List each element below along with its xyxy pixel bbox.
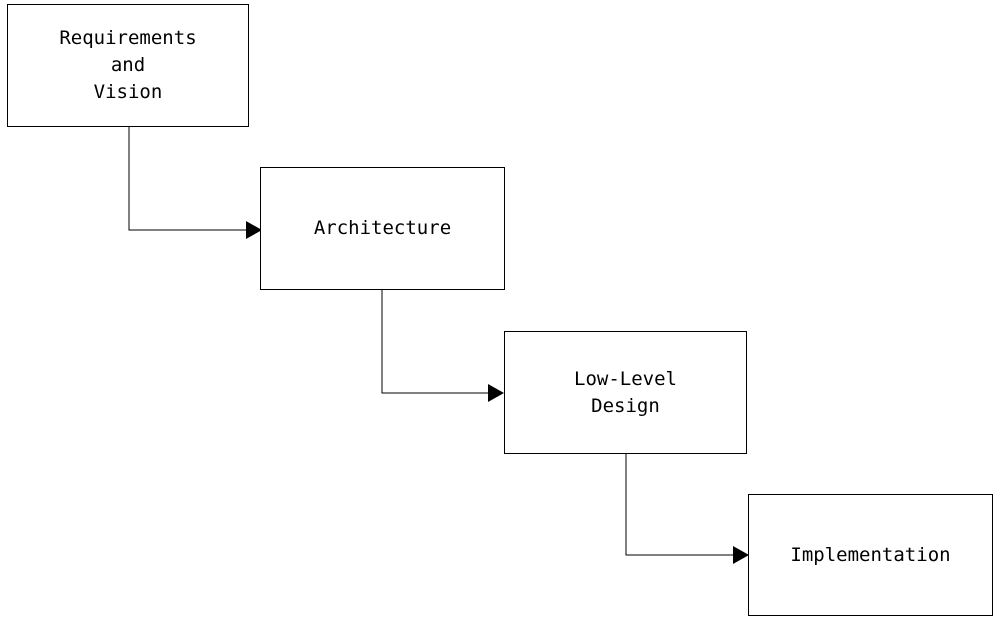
box-label: Implementation [790,543,951,566]
arrow-head-icon [488,384,504,402]
connector-architecture-to-low-level-design [381,290,504,402]
connector-low-level-design-to-implementation [625,454,749,564]
connector-line [128,127,246,231]
requirements-and-vision-box: Requirements and Vision [7,4,249,127]
implementation-box: Implementation [748,494,993,616]
architecture-box: Architecture [260,167,505,290]
box-label: Requirements and Vision [59,27,197,103]
connector-line [625,454,733,556]
connector-requirements-to-architecture [128,127,262,239]
arrow-head-icon [246,221,262,239]
arrow-head-icon [733,546,749,564]
low-level-design-box: Low-Level Design [504,331,747,454]
box-label: Low-Level Design [574,367,677,417]
connector-line [381,290,488,394]
box-label: Architecture [313,217,452,239]
